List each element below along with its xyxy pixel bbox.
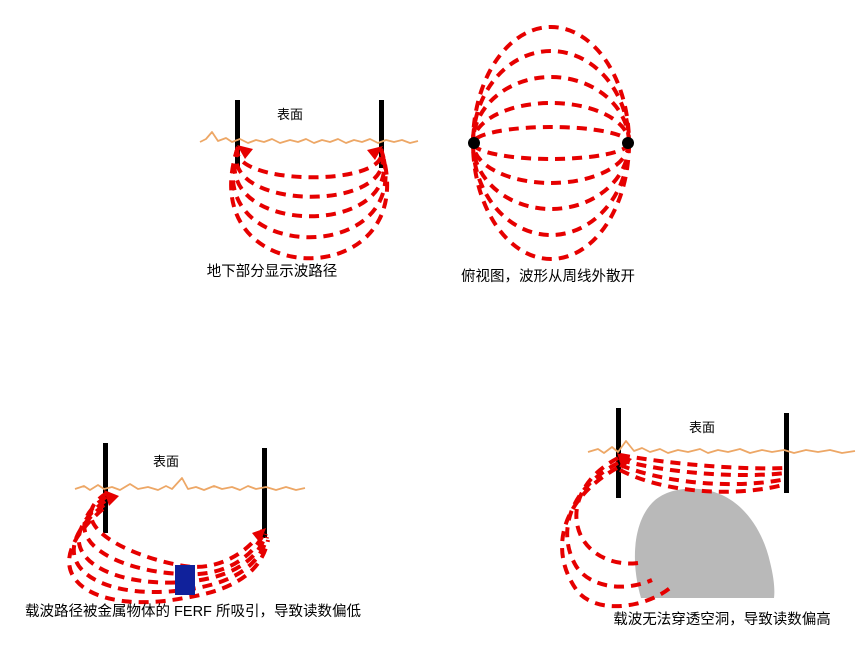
surface-label: 表面	[688, 420, 715, 435]
wave-arrowhead-icon	[252, 528, 266, 543]
wave-path	[76, 499, 268, 585]
wave-ring	[471, 25, 631, 261]
wave-path	[234, 146, 385, 199]
probe-right	[379, 100, 384, 168]
probe-dot-left	[468, 137, 480, 149]
probe-dot-right	[622, 137, 634, 149]
wave-path	[229, 146, 390, 261]
wave-ring	[471, 125, 631, 161]
wave-arrowhead-icon	[617, 453, 632, 469]
wave-ring	[471, 75, 631, 211]
wave-arrowhead-icon	[237, 145, 253, 159]
panel-top-view	[468, 25, 634, 261]
metal-object	[175, 565, 195, 595]
wave-arrowhead-icon	[367, 146, 383, 160]
probe-right	[262, 448, 267, 538]
wave-path	[619, 463, 787, 487]
wave-path	[232, 146, 386, 219]
panel-void	[560, 408, 856, 609]
wave-path-group	[67, 491, 270, 605]
wave-path	[235, 146, 384, 180]
caption-underground: 地下部分显示波路径	[206, 264, 338, 280]
probe-left	[616, 408, 621, 498]
probe-right	[784, 413, 789, 493]
wave-path	[82, 495, 267, 577]
wave-path	[574, 456, 639, 566]
surface-label: 表面	[276, 107, 303, 122]
surface-line	[587, 440, 856, 454]
panel-underground-wave-paths	[199, 100, 419, 261]
void-cavity	[634, 488, 775, 598]
surface-line	[74, 477, 306, 491]
caption-metal: 载波路径被金属物体的 FERF 所吸引，导致读数偏低	[25, 604, 361, 620]
wave-ring-group	[471, 25, 631, 261]
wave-arrowhead-icon	[104, 490, 119, 506]
probe-left	[235, 100, 240, 168]
wave-path	[71, 503, 269, 595]
wave-path	[565, 461, 653, 589]
surface-label: 表面	[152, 454, 179, 469]
wave-path	[619, 468, 787, 494]
wave-path	[619, 453, 786, 471]
caption-void: 载波无法穿透空洞，导致读数偏高	[613, 612, 831, 628]
wave-path-group	[560, 453, 787, 609]
caption-top-view: 俯视图，波形从周线外散开	[461, 269, 635, 285]
wave-ring	[471, 101, 631, 185]
wave-path	[230, 146, 388, 240]
wave-path	[619, 458, 786, 478]
wave-path	[67, 507, 270, 605]
wave-path-group	[229, 146, 390, 261]
panel-metal-object	[67, 443, 306, 605]
surface-line	[199, 131, 419, 144]
wave-ring	[471, 49, 631, 237]
wave-path	[89, 491, 266, 569]
